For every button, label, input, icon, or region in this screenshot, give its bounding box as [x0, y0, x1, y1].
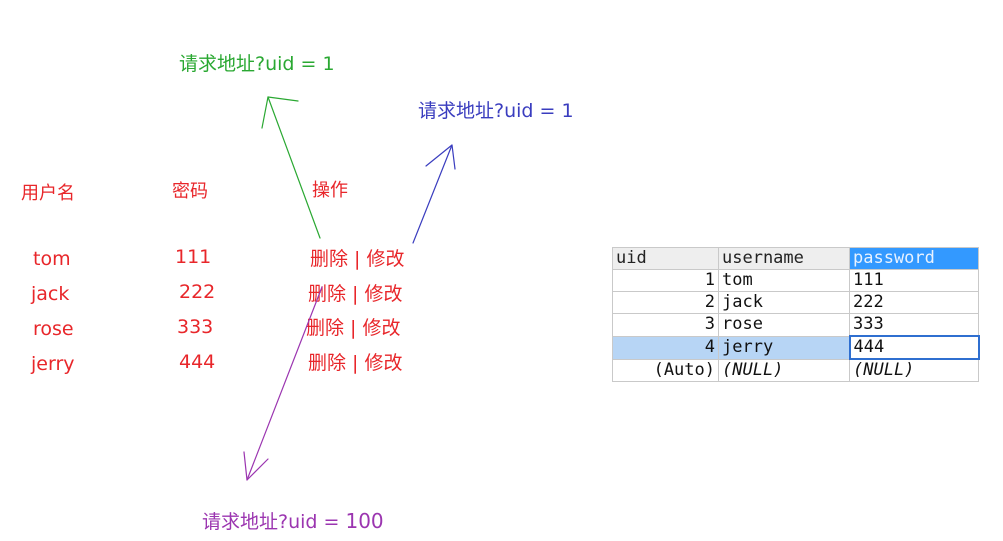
purple-arrow-head [243, 451, 269, 481]
table-row[interactable]: 1 tom 111 [612, 269, 979, 292]
cell-username[interactable]: rose [718, 313, 850, 337]
db-result-grid: uid username password 1 tom 111 2 jack 2… [612, 247, 980, 382]
cell-password[interactable]: (NULL) [849, 358, 979, 382]
row-action-links[interactable]: 删除 | 修改 [310, 248, 405, 270]
row-action-links[interactable]: 删除 | 修改 [308, 283, 403, 305]
grid-header-row: uid username password [612, 247, 979, 270]
row-username: rose [33, 318, 74, 340]
header-password: 密码 [172, 181, 208, 202]
row-password: 111 [175, 246, 212, 268]
row-username: jack [31, 283, 70, 305]
row-password: 222 [179, 281, 216, 303]
request-url-note-purple-value: 100 [345, 509, 384, 533]
row-username: jerry [31, 353, 75, 375]
row-password: 333 [177, 316, 214, 338]
blue-arrow [412, 144, 453, 244]
cell-username[interactable]: (NULL) [718, 358, 850, 382]
column-header-username[interactable]: username [718, 247, 850, 270]
cell-username[interactable]: tom [718, 269, 850, 292]
cell-uid[interactable]: 2 [612, 291, 719, 314]
request-url-note-purple-prefix: 请求地址?uid = [202, 511, 340, 533]
table-row-selected[interactable]: 4 jerry 444 [612, 335, 980, 360]
cell-uid[interactable]: 3 [612, 313, 719, 337]
cell-uid[interactable]: 4 [612, 335, 719, 360]
column-header-uid[interactable]: uid [612, 247, 719, 270]
cell-uid[interactable]: (Auto) [612, 358, 719, 382]
table-row[interactable]: 2 jack 222 [612, 291, 979, 314]
cell-username[interactable]: jerry [718, 335, 850, 360]
table-row[interactable]: 3 rose 333 [612, 313, 979, 337]
row-password: 444 [179, 351, 216, 373]
table-row-new[interactable]: (Auto) (NULL) (NULL) [612, 358, 979, 382]
request-url-note-purple: 请求地址?uid = 100 [202, 507, 384, 534]
cell-password[interactable]: 111 [849, 269, 979, 292]
request-url-note-blue: 请求地址?uid = 1 [418, 100, 574, 122]
cell-password[interactable]: 333 [849, 313, 979, 337]
request-url-note-green: 请求地址?uid = 1 [179, 53, 335, 75]
header-username: 用户名 [21, 183, 75, 204]
row-action-links[interactable]: 删除 | 修改 [308, 352, 403, 374]
green-arrow [267, 96, 321, 239]
blue-arrow-head [425, 144, 456, 170]
cell-password[interactable]: 222 [849, 291, 979, 314]
green-arrow-head [261, 96, 299, 129]
column-header-password[interactable]: password [849, 247, 979, 270]
cell-uid[interactable]: 1 [612, 269, 719, 292]
header-action: 操作 [312, 180, 348, 201]
cell-username[interactable]: jack [718, 291, 850, 314]
cell-password-active[interactable]: 444 [848, 335, 980, 360]
row-action-links[interactable]: 删除 | 修改 [306, 317, 401, 339]
purple-arrow [246, 286, 323, 481]
row-username: tom [33, 248, 71, 270]
